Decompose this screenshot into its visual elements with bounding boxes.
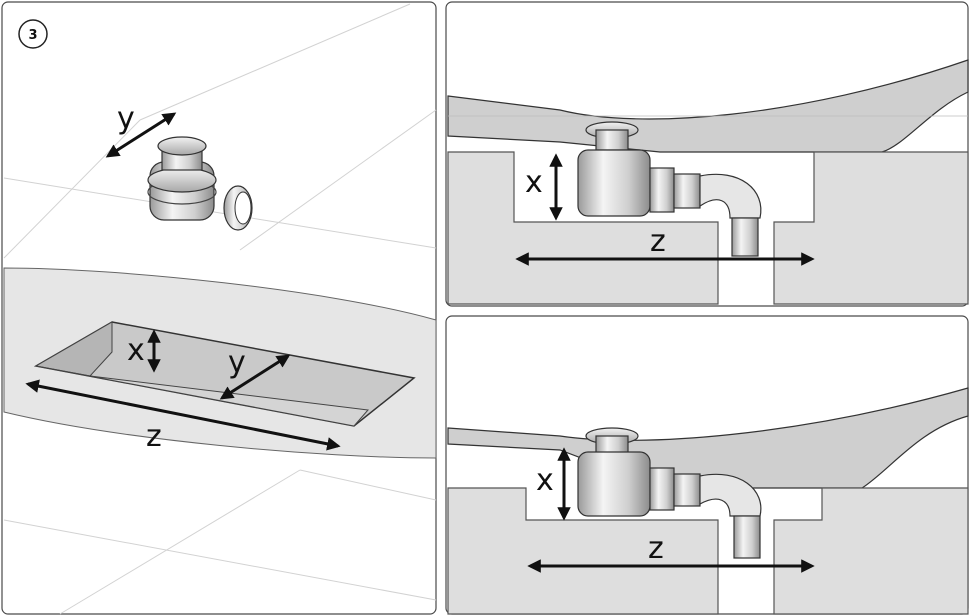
y-arrow-top xyxy=(105,112,177,158)
label-z-bottom: z xyxy=(648,531,664,566)
label-z-top: z xyxy=(650,224,666,259)
flex-hose xyxy=(699,173,762,219)
drain-trap-top xyxy=(577,121,762,257)
step-badge: 3 xyxy=(18,19,48,49)
drain-trap-iso xyxy=(147,136,253,231)
tray-section xyxy=(447,59,969,153)
floor-block-left-bottom xyxy=(447,487,719,615)
label-x-top: x xyxy=(525,165,543,200)
label-y-top: y xyxy=(117,101,135,136)
label-z-left: z xyxy=(146,419,162,454)
label-x-bottom: x xyxy=(536,463,554,498)
outlet-pipe xyxy=(731,217,759,257)
step-circle xyxy=(18,19,48,49)
floor-block-right xyxy=(773,151,969,305)
left-panel: y x y z 3 xyxy=(1,1,437,615)
drain-cap xyxy=(157,136,207,156)
label-y-cutout: y xyxy=(228,345,246,380)
floor-grid xyxy=(3,3,437,615)
top-right-panel: x z xyxy=(445,1,969,307)
trap-body xyxy=(577,149,651,217)
drain-trap-bottom xyxy=(577,427,762,559)
z-arrow-left xyxy=(25,379,341,451)
trap-body-bottom xyxy=(577,451,651,517)
label-x-left: x xyxy=(127,333,145,368)
floor-block-left xyxy=(447,151,719,305)
step-number: 3 xyxy=(28,28,37,43)
outlet-pipe-bottom xyxy=(733,515,761,559)
floor-block-right-bottom xyxy=(773,487,969,615)
bottom-right-panel: x z xyxy=(445,315,969,615)
